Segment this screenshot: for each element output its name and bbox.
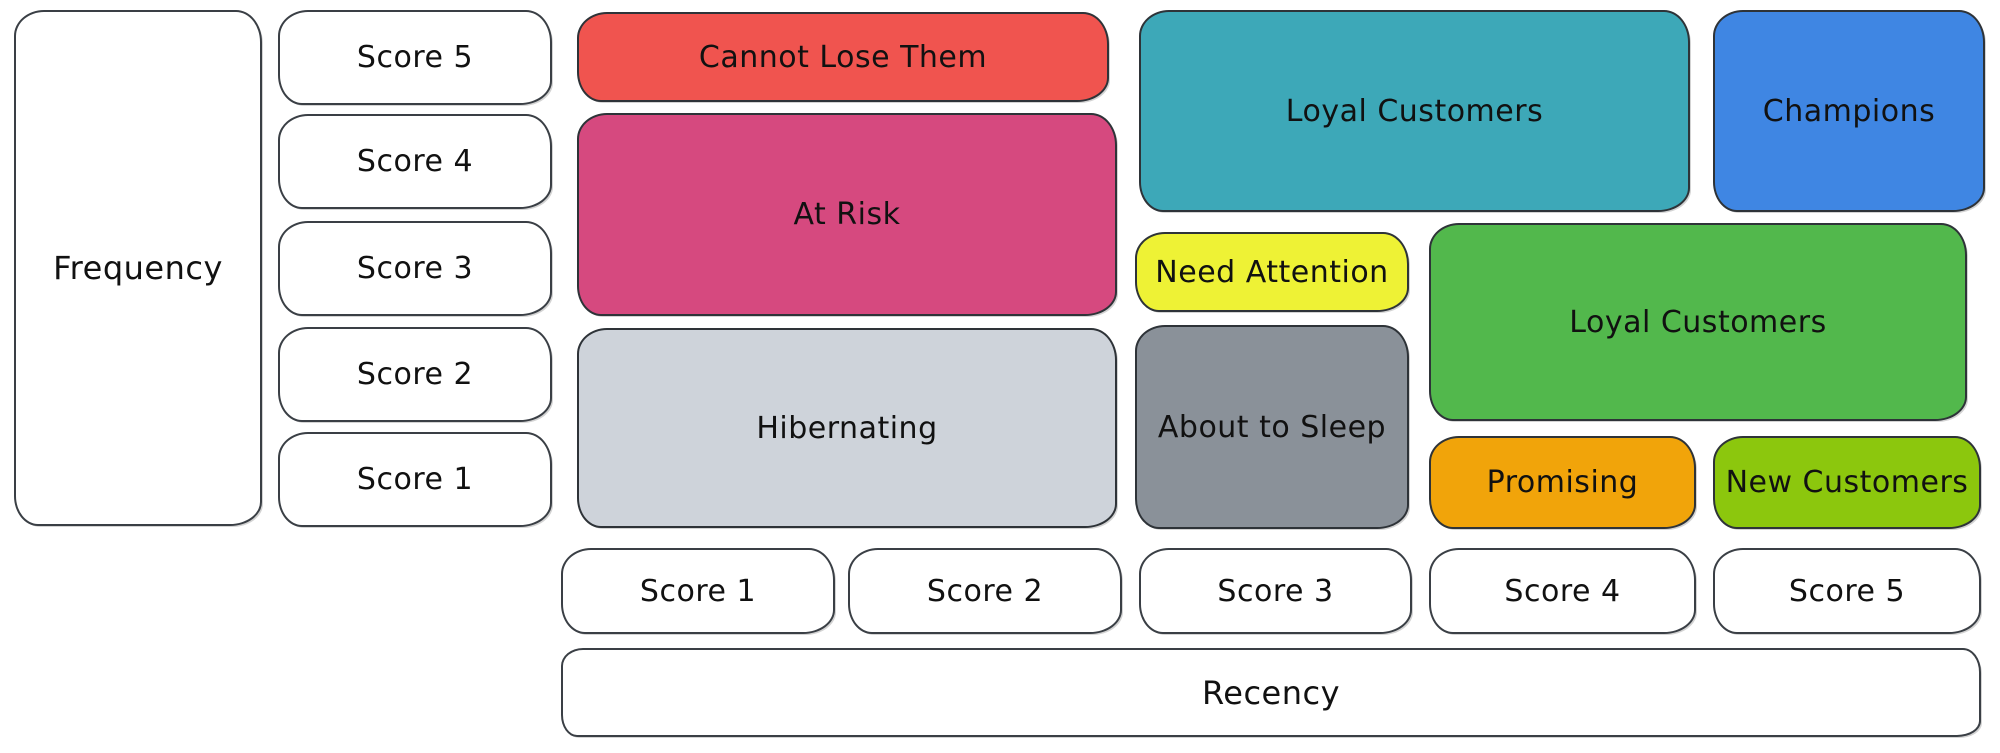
recency-score-5-label: Score 5 xyxy=(1788,573,1906,609)
segment-promising: Promising xyxy=(1429,436,1696,529)
recency-axis-box: Recency xyxy=(561,648,1981,737)
frequency-score-2-box: Score 2 xyxy=(278,327,552,422)
frequency-score-1-box: Score 1 xyxy=(278,432,552,527)
frequency-score-2-label: Score 2 xyxy=(356,357,474,392)
segment-new-customers-label: New Customers xyxy=(1725,465,1969,500)
recency-score-2-box: Score 2 xyxy=(848,548,1122,634)
segment-at-risk-label: At Risk xyxy=(793,197,901,232)
segment-hibernating-label: Hibernating xyxy=(756,410,938,446)
frequency-score-4-label: Score 4 xyxy=(356,144,474,179)
frequency-score-5-label: Score 5 xyxy=(356,40,474,75)
recency-score-5-box: Score 5 xyxy=(1713,548,1981,634)
segment-loyal-customers-right-label: Loyal Customers xyxy=(1569,304,1827,340)
segment-champions: Champions xyxy=(1713,10,1985,212)
frequency-score-3-box: Score 3 xyxy=(278,221,552,316)
recency-score-1-label: Score 1 xyxy=(639,573,757,609)
recency-score-3-box: Score 3 xyxy=(1139,548,1412,634)
segment-new-customers: New Customers xyxy=(1713,436,1981,529)
segment-promising-label: Promising xyxy=(1486,465,1639,500)
recency-score-4-box: Score 4 xyxy=(1429,548,1696,634)
segment-need-attention-label: Need Attention xyxy=(1155,254,1389,290)
recency-score-1-box: Score 1 xyxy=(561,548,835,634)
recency-score-4-label: Score 4 xyxy=(1504,573,1621,609)
recency-axis-label: Recency xyxy=(1201,673,1341,712)
segment-cannot-lose-them: Cannot Lose Them xyxy=(577,12,1109,102)
frequency-score-5-box: Score 5 xyxy=(278,10,552,105)
segment-loyal-customers-top: Loyal Customers xyxy=(1139,10,1690,212)
recency-score-3-label: Score 3 xyxy=(1217,573,1334,609)
frequency-score-3-label: Score 3 xyxy=(356,251,474,286)
segment-loyal-customers-right: Loyal Customers xyxy=(1429,223,1967,421)
segment-cannot-lose-them-label: Cannot Lose Them xyxy=(698,39,988,75)
segment-need-attention: Need Attention xyxy=(1135,232,1409,312)
segment-champions-label: Champions xyxy=(1762,93,1936,129)
segment-about-to-sleep: About to Sleep xyxy=(1135,325,1409,529)
frequency-score-4-box: Score 4 xyxy=(278,114,552,209)
recency-score-2-label: Score 2 xyxy=(926,573,1044,609)
segment-hibernating: Hibernating xyxy=(577,328,1117,528)
frequency-score-1-label: Score 1 xyxy=(356,462,474,497)
frequency-axis-label: Frequency xyxy=(53,249,223,287)
segment-loyal-customers-top-label: Loyal Customers xyxy=(1285,93,1544,129)
frequency-axis-box: Frequency xyxy=(14,10,262,526)
segment-at-risk: At Risk xyxy=(577,113,1117,316)
segment-about-to-sleep-label: About to Sleep xyxy=(1157,409,1387,445)
